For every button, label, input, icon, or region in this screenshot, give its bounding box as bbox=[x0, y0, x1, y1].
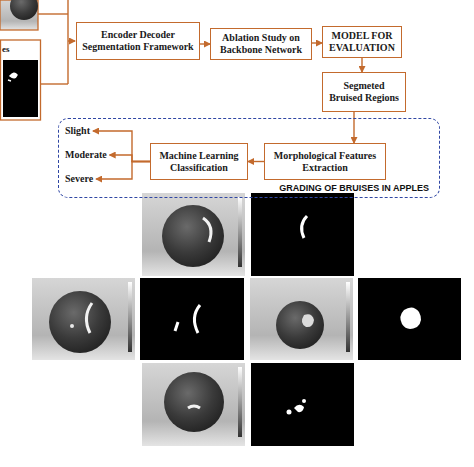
process-box: Segmeted Bruised Regions bbox=[322, 72, 406, 112]
bruise-mask bbox=[140, 278, 244, 360]
node-text: Segmeted Bruised Regions bbox=[328, 80, 400, 104]
input-photo bbox=[0, 0, 38, 30]
process-box: MODEL FOR EVALUATION bbox=[322, 26, 402, 58]
grading-region: GRADING OF BRUISES IN APPLES Morphologica… bbox=[58, 118, 440, 198]
flow-arrow bbox=[248, 161, 264, 162]
grade-label: Severe bbox=[65, 172, 93, 186]
process-box: Machine Learning Classification bbox=[150, 143, 248, 180]
bruise-mask bbox=[251, 193, 354, 276]
flow-arrow bbox=[96, 162, 150, 180]
mask-blob bbox=[8, 73, 17, 81]
flow-arrow bbox=[353, 112, 354, 143]
grade-label: Moderate bbox=[65, 148, 107, 162]
image-label: es bbox=[2, 44, 10, 54]
node-text: Machine Learning Classification bbox=[156, 150, 242, 174]
process-box: Morphological Features Extraction bbox=[264, 143, 386, 180]
process-box: Encoder Decoder Segmentation Framework bbox=[76, 22, 200, 60]
node-text: MODEL FOR EVALUATION bbox=[328, 30, 396, 54]
node-text: Severe bbox=[65, 173, 93, 184]
region-title: GRADING OF BRUISES IN APPLES bbox=[279, 183, 429, 193]
flow-arrow bbox=[110, 155, 150, 162]
thermal-photo bbox=[32, 278, 135, 360]
flow-arrow bbox=[361, 58, 362, 72]
bruise-mask bbox=[358, 278, 461, 360]
input-mask-frame bbox=[1, 40, 41, 120]
node-text: Ablation Study on Backbone Network bbox=[216, 32, 306, 56]
bruise-mask bbox=[251, 363, 354, 446]
process-box: Ablation Study on Backbone Network bbox=[210, 28, 312, 60]
grade-label: Slight bbox=[65, 124, 90, 138]
thermal-photo bbox=[142, 193, 245, 276]
input-wires bbox=[38, 0, 75, 84]
flow-arrow bbox=[200, 43, 210, 44]
flow-arrow bbox=[312, 42, 322, 43]
input-mask bbox=[3, 60, 38, 117]
node-text: Morphological Features Extraction bbox=[270, 150, 380, 174]
node-text: Moderate bbox=[65, 149, 107, 160]
thermal-photo bbox=[142, 363, 245, 446]
node-text: Encoder Decoder Segmentation Framework bbox=[82, 29, 194, 53]
node-text: Slight bbox=[65, 125, 90, 136]
thermal-photo bbox=[250, 278, 353, 360]
